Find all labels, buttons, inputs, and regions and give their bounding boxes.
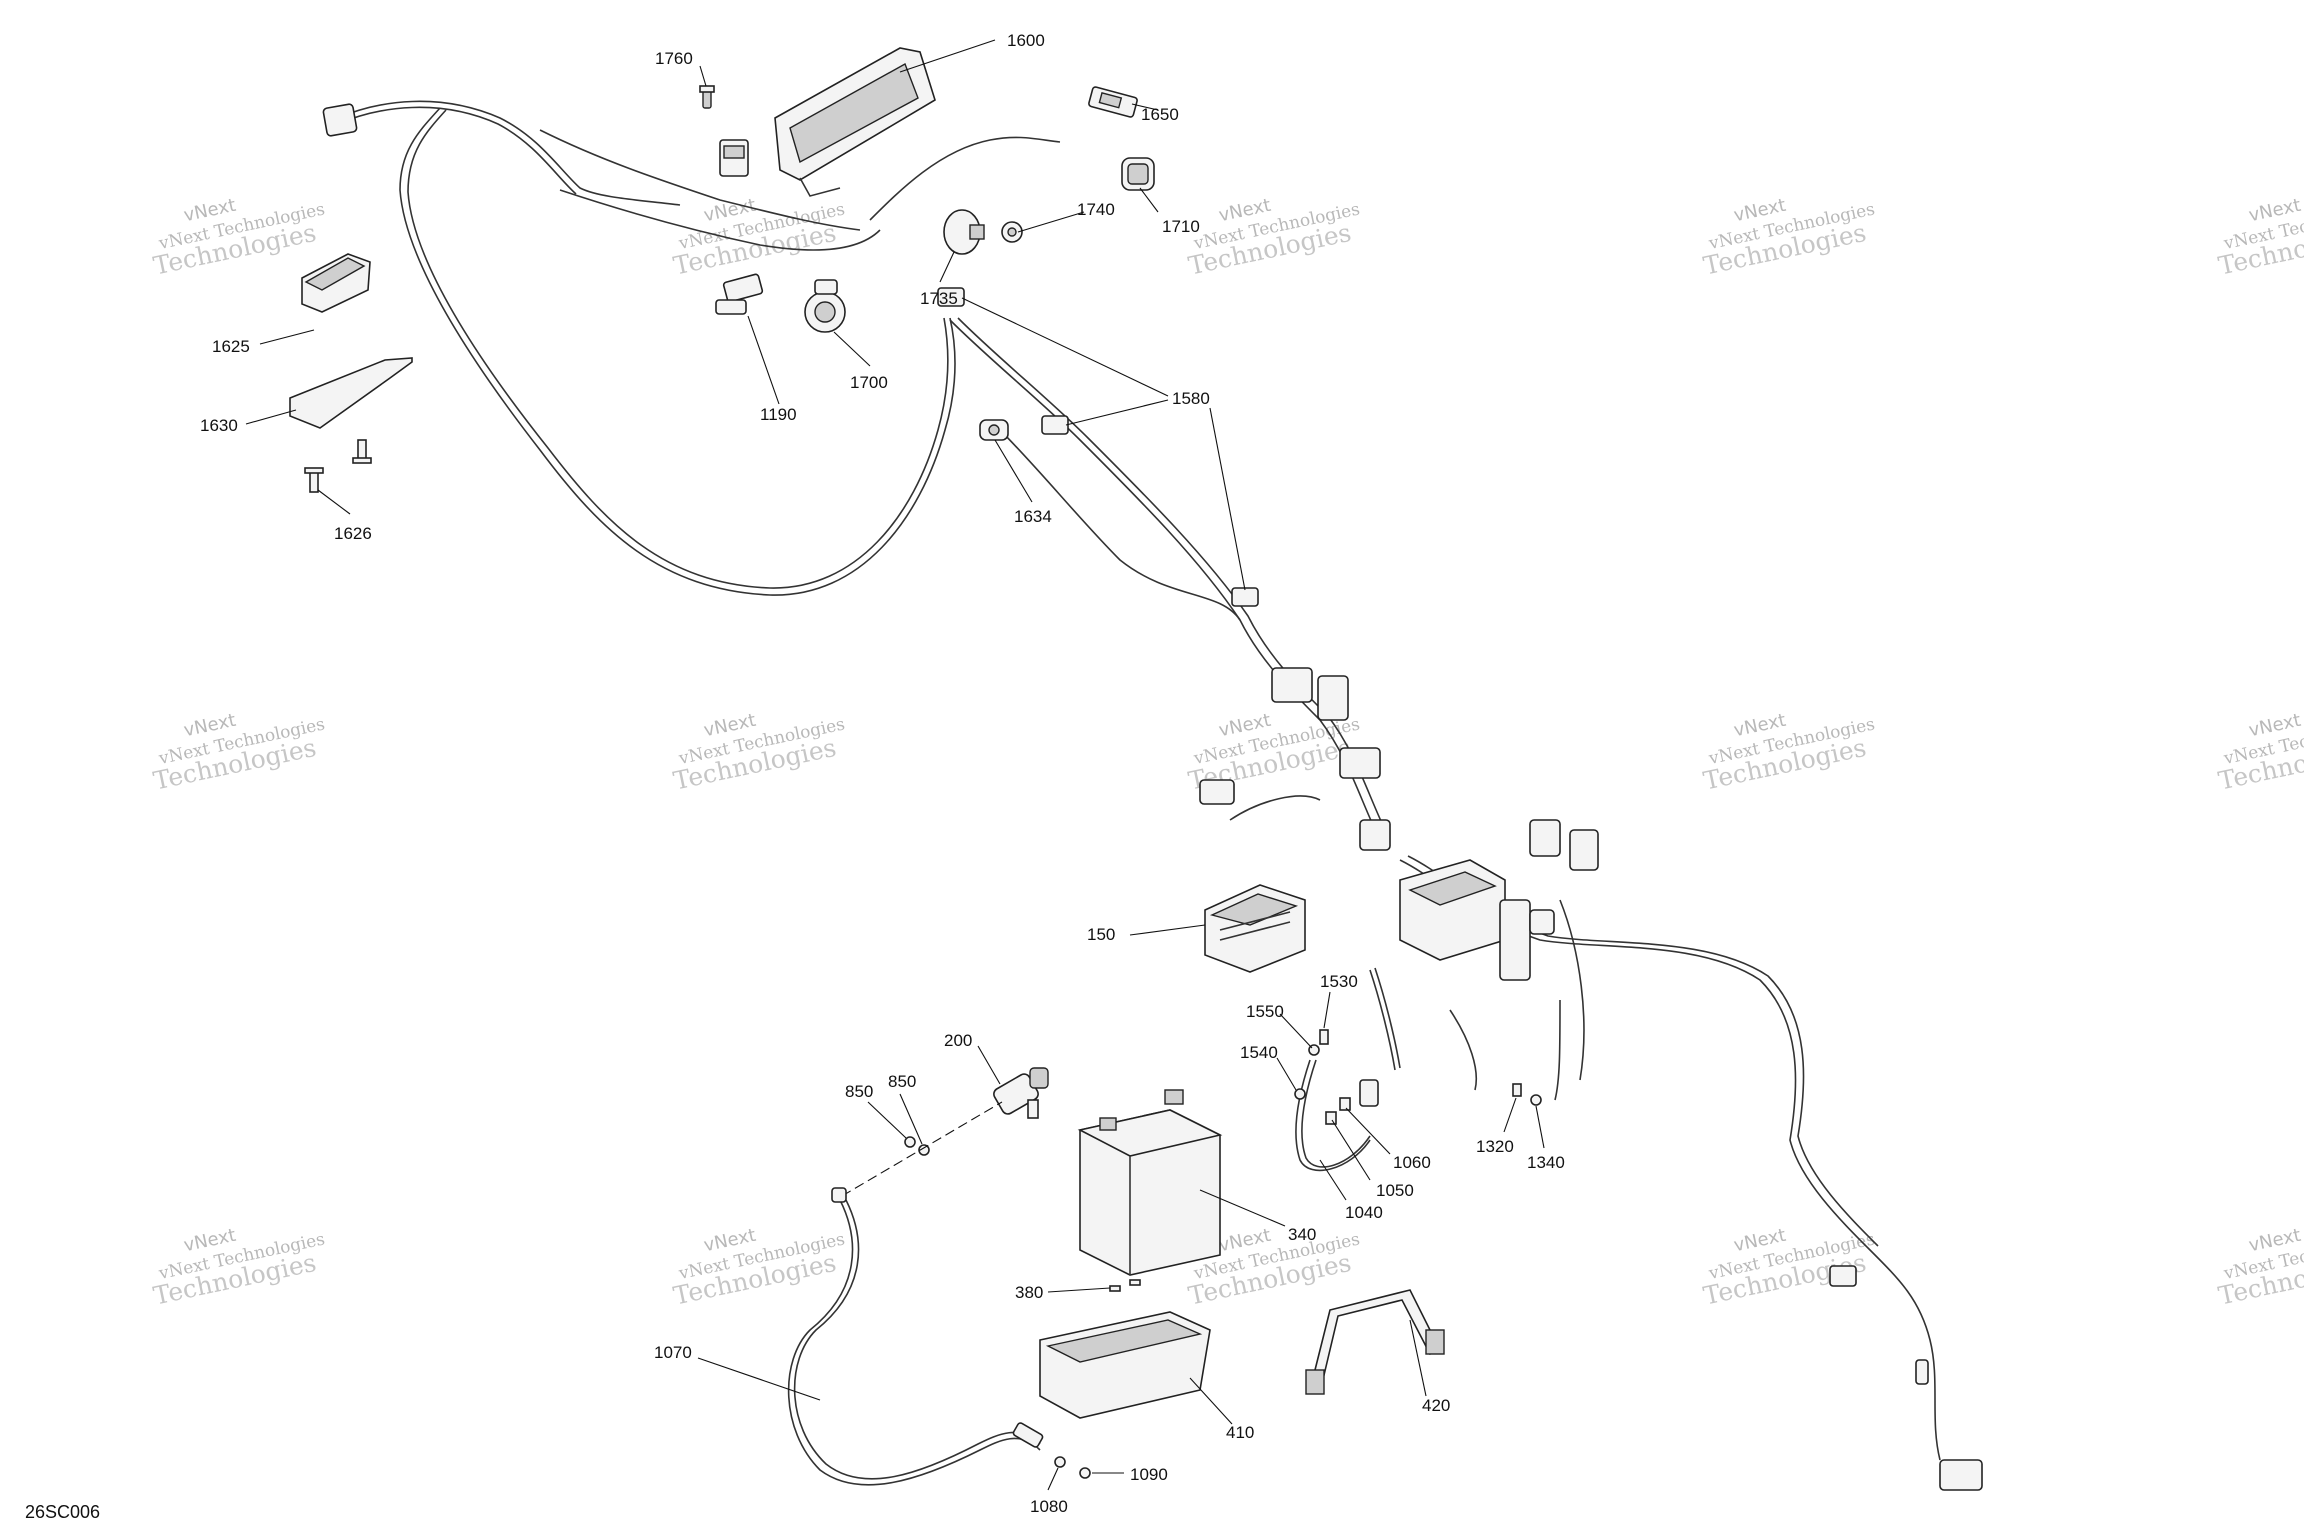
watermark-r1c4: vNext vNext Technologies Technologies xyxy=(1701,195,1877,281)
callout-850b: 850 xyxy=(888,1072,916,1091)
callout-1070: 1070 xyxy=(654,1343,692,1362)
fuse-box xyxy=(1399,859,1531,981)
connectors-right xyxy=(1529,819,1983,1491)
solenoid-200 xyxy=(993,1067,1049,1119)
connector-1190 xyxy=(715,273,764,315)
callout-1580: 1580 xyxy=(1172,389,1210,408)
battery-strap-420 xyxy=(1305,1289,1445,1395)
diagram-code: 26SC006 xyxy=(25,1502,100,1522)
instrument-cluster-1600 xyxy=(774,47,936,197)
switch-1710 xyxy=(1121,157,1155,191)
hardware-1320-1340 xyxy=(1512,1083,1542,1106)
callout-1320: 1320 xyxy=(1476,1137,1514,1156)
screws-1626 xyxy=(304,439,372,493)
watermark-r3c4: vNext vNext Technologies Technologies xyxy=(1701,1225,1877,1311)
leader-lines xyxy=(245,39,1545,1491)
callout-1630: 1630 xyxy=(200,416,238,435)
bracket-1630 xyxy=(289,357,413,429)
regulator-150 xyxy=(1204,884,1306,973)
battery-340 xyxy=(1077,1089,1223,1276)
callout-1090: 1090 xyxy=(1130,1465,1168,1484)
callout-410: 410 xyxy=(1226,1423,1254,1442)
callout-1735: 1735 xyxy=(920,289,958,308)
assembly-line xyxy=(841,1101,1003,1197)
watermark-r2c1: vNext vNext Technologies Technologies xyxy=(151,710,327,796)
callout-1540: 1540 xyxy=(1240,1043,1278,1062)
nut-1740 xyxy=(1001,221,1023,243)
nuts-850 xyxy=(904,1136,930,1156)
connector-1650 xyxy=(1088,86,1138,118)
callout-850a: 850 xyxy=(845,1082,873,1101)
watermark-r2c2: vNext vNext Technologies Technologies xyxy=(671,710,847,796)
screws-380 xyxy=(1109,1279,1141,1292)
watermark-r1c1: vNext vNext Technologies Technologies xyxy=(151,195,327,281)
callout-1760: 1760 xyxy=(655,49,693,68)
connectors-mid xyxy=(1199,667,1391,851)
watermark-r3c1: vNext vNext Technologies Technologies xyxy=(151,1225,327,1311)
callout-1650: 1650 xyxy=(1141,105,1179,124)
watermark-r2c4: vNext vNext Technologies Technologies xyxy=(1701,710,1877,796)
callout-1050: 1050 xyxy=(1376,1181,1414,1200)
callout-1625: 1625 xyxy=(212,337,250,356)
callout-1060: 1060 xyxy=(1393,1153,1431,1172)
watermark-r1c3: vNext vNext Technologies Technologies xyxy=(1186,195,1362,281)
connector-cluster xyxy=(719,139,749,177)
callout-340: 340 xyxy=(1288,1225,1316,1244)
watermark-r1c5: vNext vNext Technologies Technologies xyxy=(2216,195,2304,281)
callout-1600: 1600 xyxy=(1007,31,1045,50)
watermark-r2c5: vNext vNext Technologies Technologies xyxy=(2216,710,2304,796)
callout-1340: 1340 xyxy=(1527,1153,1565,1172)
callout-labels: 1600 1760 1650 1740 1710 1735 1625 1630 … xyxy=(200,31,1565,1516)
switch-1735 xyxy=(943,209,985,255)
callout-1626: 1626 xyxy=(334,524,372,543)
hardware-1060-1050 xyxy=(1325,1097,1351,1125)
callout-380: 380 xyxy=(1015,1283,1043,1302)
callout-1550: 1550 xyxy=(1246,1002,1284,1021)
callout-1710: 1710 xyxy=(1162,217,1200,236)
callout-1080: 1080 xyxy=(1030,1497,1068,1516)
connector-top-left xyxy=(322,103,358,137)
callout-1634: 1634 xyxy=(1014,507,1052,526)
ground-cables xyxy=(1295,967,1561,1172)
callout-150: 150 xyxy=(1087,925,1115,944)
module-1625 xyxy=(301,253,371,313)
callout-200: 200 xyxy=(944,1031,972,1050)
hardware-1530-1550-1540 xyxy=(1294,1029,1329,1100)
switch-1700 xyxy=(804,279,846,333)
callout-1530: 1530 xyxy=(1320,972,1358,991)
battery-tray-410 xyxy=(1039,1311,1211,1419)
callout-420: 420 xyxy=(1422,1396,1450,1415)
watermark-r3c2: vNext vNext Technologies Technologies xyxy=(671,1225,847,1311)
callout-1740: 1740 xyxy=(1077,200,1115,219)
watermark-r3c5: vNext vNext Technologies Technologies xyxy=(2216,1225,2304,1311)
callout-1190: 1190 xyxy=(760,405,797,424)
callout-1700: 1700 xyxy=(850,373,888,392)
cable-1070 xyxy=(787,1187,1044,1486)
nuts-1090-1080 xyxy=(1054,1456,1091,1479)
connector-1634 xyxy=(979,419,1009,441)
screw-1760 xyxy=(699,85,715,109)
callout-1040: 1040 xyxy=(1345,1203,1383,1222)
